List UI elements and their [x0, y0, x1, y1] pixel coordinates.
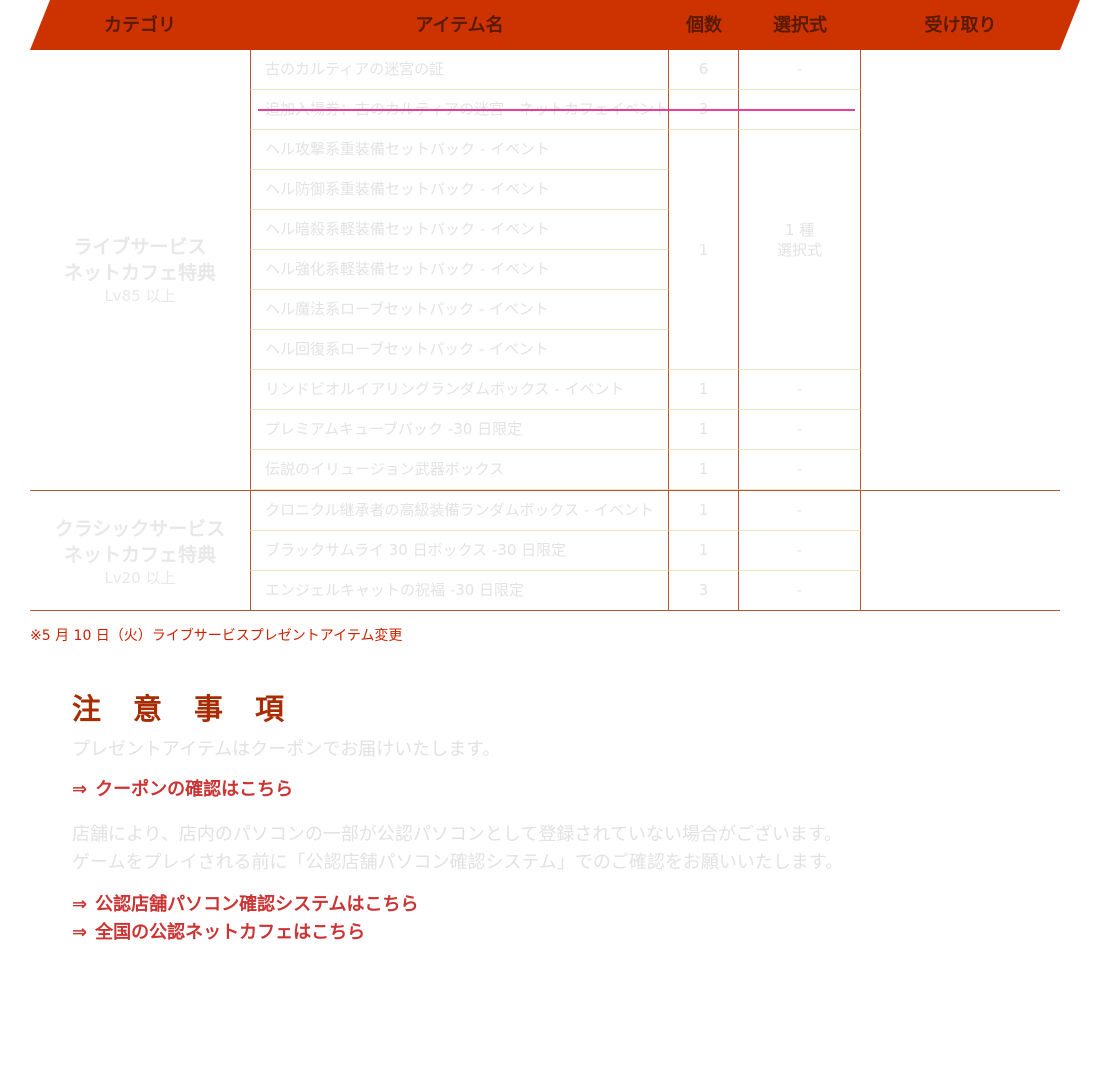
category-level: Lv20 以上 — [104, 569, 176, 587]
netcafe-list-link[interactable]: ⇒ 全国の公認ネットカフェはこちら — [72, 918, 365, 944]
selection-kind: 1 種 — [784, 220, 815, 239]
arrow-icon: ⇒ — [72, 894, 88, 915]
category-live-service: ライブサービス ネットカフェ特典 Lv85 以上 — [30, 234, 250, 306]
table-row-count: 1 — [669, 450, 739, 490]
table-bottom-border — [30, 610, 1060, 611]
coupon-link[interactable]: ⇒ クーポンの確認はこちら — [72, 775, 293, 801]
table-row-selection: - — [739, 450, 861, 490]
pc-check-link[interactable]: ⇒ 公認店舗パソコン確認システムはこちら — [72, 890, 419, 916]
netcafe-list-link-label[interactable]: 全国の公認ネットカフェはこちら — [95, 922, 366, 943]
selection-type: 選択式 — [776, 240, 822, 259]
table-merged-count: 1 — [669, 130, 739, 370]
table-row-item: ブラックサムライ 30 日ボックス -30 日限定 — [250, 531, 669, 571]
table-row-count: 1 — [669, 410, 739, 450]
table-row-item: ヘル回復系ローブセットパック - イベント — [250, 330, 669, 370]
table-row-item: ヘル強化系軽装備セットパック - イベント — [250, 250, 669, 290]
change-note: ※5 月 10 日（火）ライブサービスプレゼントアイテム変更 — [30, 628, 403, 644]
table-row-selection: - — [739, 50, 861, 90]
table-row-selection: - — [739, 410, 861, 450]
table-row-count: 3 — [669, 571, 739, 611]
table-merged-selection: 1 種 選択式 — [739, 130, 861, 370]
table-row-item: ヘル魔法系ローブセットパック - イベント — [250, 290, 669, 330]
arrow-icon: ⇒ — [72, 922, 88, 943]
table-row-item: 伝説のイリュージョン武器ボックス — [250, 450, 669, 490]
table-row-item: エンジェルキャットの祝福 -30 日限定 — [250, 571, 669, 611]
table-row-count: 6 — [669, 50, 739, 90]
table-row-count: 1 — [669, 491, 739, 531]
table-row-item: ヘル防御系重装備セットパック - イベント — [250, 170, 669, 210]
category-level: Lv85 以上 — [104, 287, 176, 305]
group-divider — [30, 490, 1060, 491]
header-count: 個数 — [686, 15, 722, 36]
category-classic-service: クラシックサービス ネットカフェ特典 Lv20 以上 — [30, 516, 250, 588]
header-receive: 受け取り — [924, 15, 997, 36]
arrow-icon: ⇒ — [72, 779, 88, 800]
category-title: ライブサービス — [73, 236, 207, 258]
table-row-item: ヘル攻撃系重装備セットパック - イベント — [250, 130, 669, 170]
notice-title: 注意事項 — [72, 692, 317, 726]
table-row-item: ヘル暗殺系軽装備セットパック - イベント — [250, 210, 669, 250]
notice-text-pc-line1: 店舗により、店内のパソコンの一部が公認パソコンとして登録されていない場合がござい… — [72, 824, 843, 845]
table-row-selection: - — [739, 370, 861, 410]
table-row-item: リンドビオルイアリングランダムボックス - イベント — [250, 370, 669, 410]
table-row-selection: - — [739, 491, 861, 531]
category-subtitle: ネットカフェ特典 — [63, 262, 216, 284]
header-item-name: アイテム名 — [415, 15, 504, 36]
table-row-item: 古のカルティアの迷宮の証 — [250, 50, 669, 90]
table-row-selection: - — [739, 531, 861, 571]
table-row-item: クロニクル継承者の高級装備ランダムボックス - イベント — [250, 491, 669, 531]
category-subtitle: ネットカフェ特典 — [63, 544, 216, 566]
header-category: カテゴリ — [104, 15, 176, 36]
category-title: クラシックサービス — [54, 518, 226, 540]
strikethrough-line — [258, 109, 855, 111]
notice-text-coupon: プレゼントアイテムはクーポンでお届けいたします。 — [72, 739, 501, 760]
table-row-selection: - — [739, 571, 861, 611]
pc-check-link-label[interactable]: 公認店舗パソコン確認システムはこちら — [95, 894, 419, 915]
table-row-count: 1 — [669, 370, 739, 410]
coupon-link-label[interactable]: クーポンの確認はこちら — [95, 779, 294, 800]
header-selection: 選択式 — [773, 15, 827, 36]
table-row-selection — [739, 90, 861, 130]
table-row-count: 1 — [669, 531, 739, 571]
table-row-item: プレミアムキューブパック -30 日限定 — [250, 410, 669, 450]
notice-text-pc-line2: ゲームをプレイされる前に「公認店舗パソコン確認システム」でのご確認をお願いいたし… — [72, 852, 844, 873]
table-header-bar — [30, 0, 1080, 50]
